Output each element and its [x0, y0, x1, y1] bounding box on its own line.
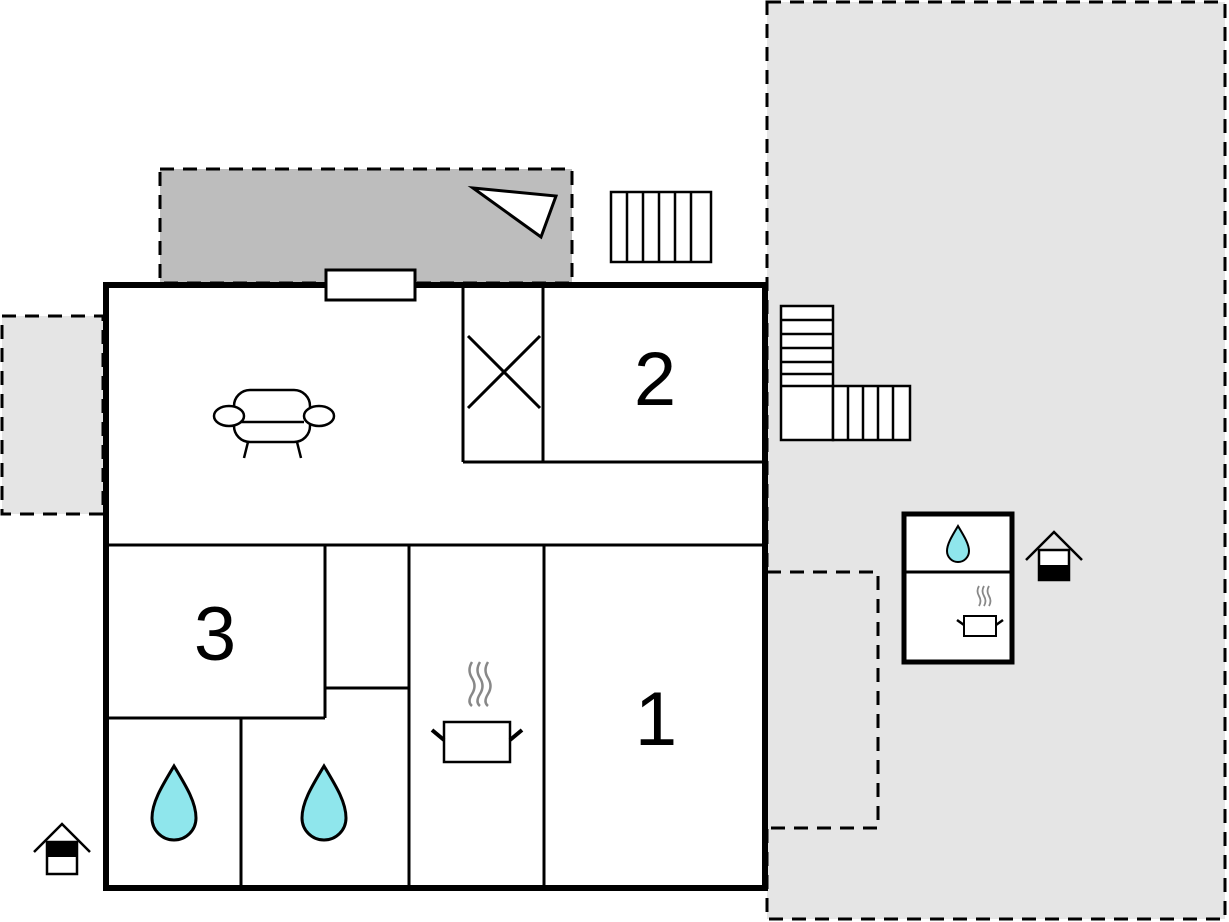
pot-icon: [430, 661, 524, 764]
stairs-icon: [779, 304, 912, 442]
water-drop-icon: [945, 524, 971, 563]
house-icon: [1025, 530, 1083, 582]
room-number-3: 3: [194, 592, 236, 677]
patio-outline: [767, 570, 880, 830]
room-number-2: 2: [634, 337, 676, 422]
water-drop-icon: [150, 763, 198, 842]
window: [324, 268, 417, 302]
stairs-icon: [609, 190, 713, 264]
compass-arrow-icon: [467, 185, 559, 240]
room-number-1: 1: [635, 677, 677, 762]
water-drop-icon: [300, 763, 348, 842]
pot-icon: [956, 585, 1004, 637]
house-icon: [33, 822, 91, 876]
sofa-icon: [212, 388, 336, 459]
covered-terrace: [158, 167, 574, 285]
terrace-left: [0, 314, 105, 516]
house-floor: [103, 268, 768, 891]
annex: [901, 511, 1015, 665]
